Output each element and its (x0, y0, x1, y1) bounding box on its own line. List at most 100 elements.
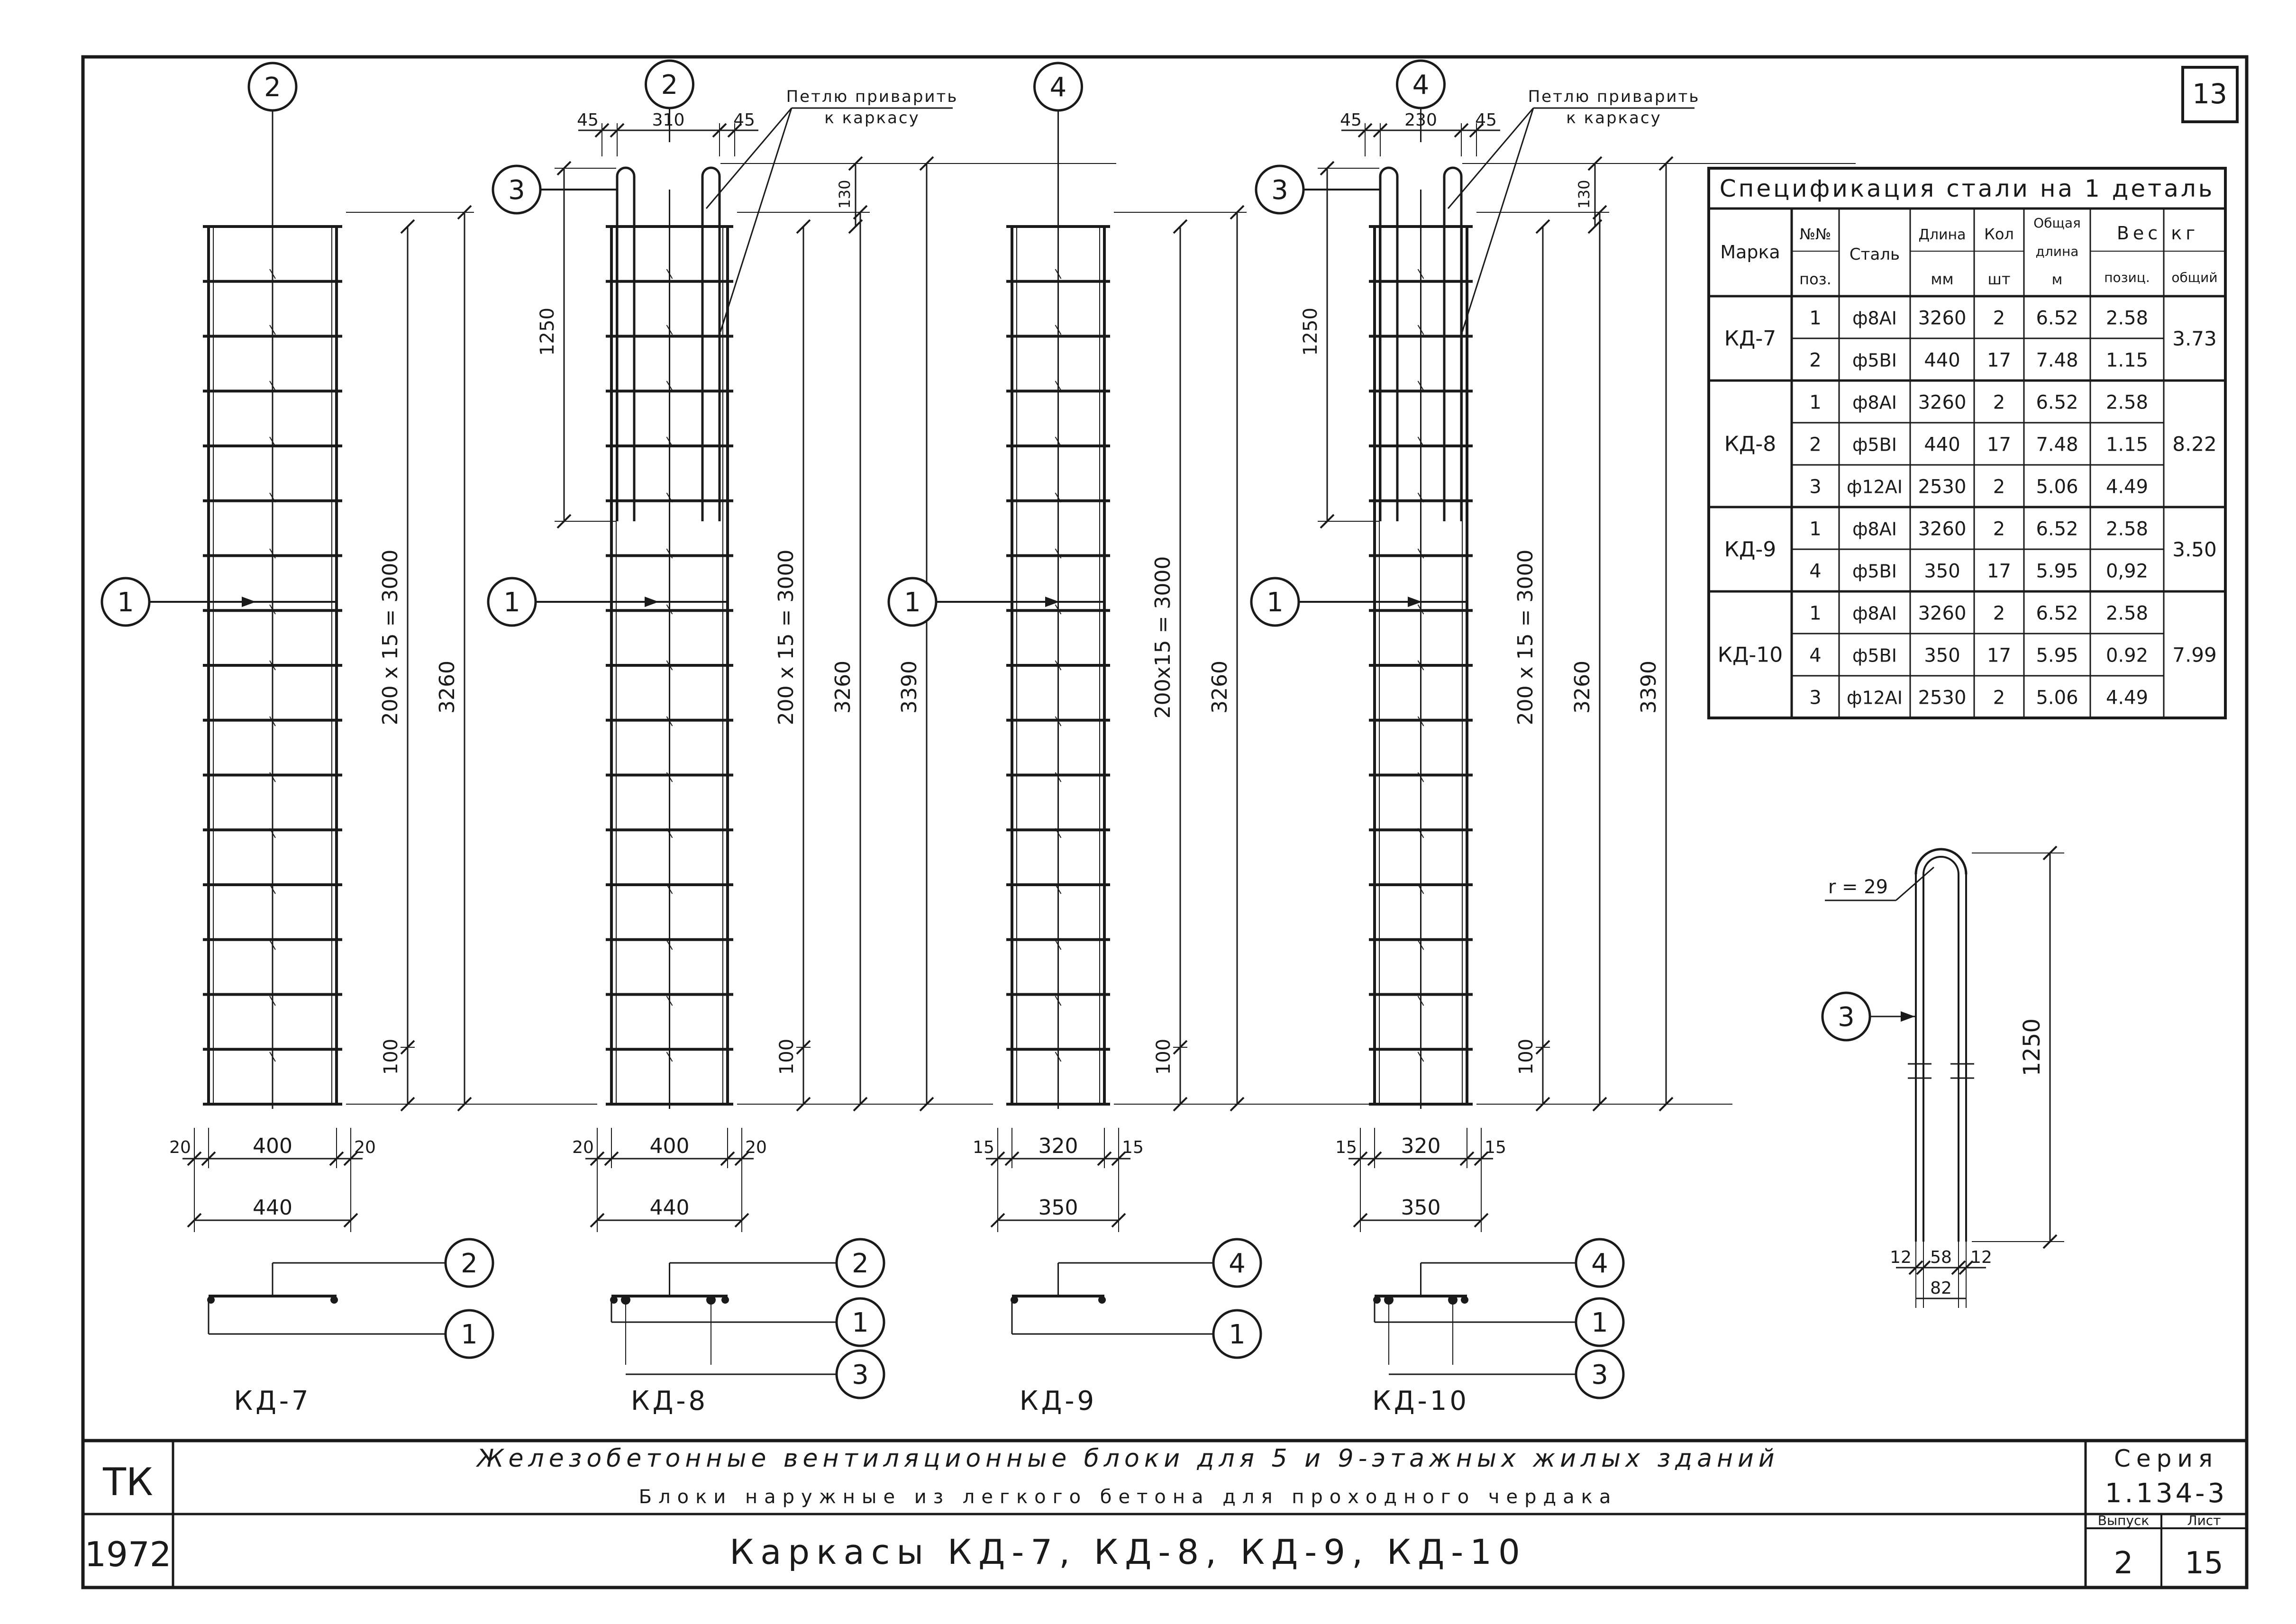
dim-loop-length: 1250 (537, 308, 558, 356)
axis-mark (1417, 325, 1424, 335)
cell-length: 440 (1924, 350, 1960, 372)
dim-tick (1111, 1213, 1126, 1228)
axis-mark (666, 325, 673, 335)
cell-total-length: 6.52 (2036, 603, 2078, 625)
axis-mark (1417, 828, 1424, 838)
axis-mark (1417, 996, 1424, 1006)
detail-dim-c: 12 (1970, 1248, 1992, 1267)
frame-mark: КД-9 (1020, 1386, 1097, 1416)
dim-top-a: 45 (1340, 110, 1362, 130)
axis-mark (269, 548, 276, 559)
dim-tick (556, 514, 572, 529)
dim-overall: 3390 (1637, 661, 1661, 714)
section-position-bubble (1212, 1238, 1262, 1288)
dim-edge-right: 15 (1485, 1138, 1506, 1157)
dim-total: 3260 (435, 661, 459, 714)
detail-dim-a: 12 (1890, 1248, 1912, 1267)
section-position-label: 1 (1591, 1307, 1608, 1338)
section-position-label: 3 (1591, 1360, 1608, 1390)
axis-mark (1055, 828, 1062, 838)
cell-pos: 4 (1809, 645, 1821, 667)
organization: ТК (102, 1460, 153, 1504)
axis-mark (1055, 492, 1062, 503)
dim-tick (1951, 1260, 1966, 1275)
axis-mark (1417, 269, 1424, 279)
frame-mark: КД-10 (1372, 1386, 1469, 1416)
cell-mark: КД-10 (1718, 643, 1783, 667)
corner-number: 13 (2192, 78, 2227, 110)
dim-edge-left: 15 (1335, 1138, 1357, 1157)
dim-tick (1320, 161, 1335, 176)
section-rail-dot (330, 1296, 338, 1304)
dim-tick (343, 1213, 358, 1228)
cell-total-length: 7.48 (2036, 434, 2078, 456)
dim-width-inner: 320 (1039, 1134, 1078, 1158)
axis-mark (1417, 716, 1424, 726)
dim-tick (848, 156, 863, 171)
dim-edge-left: 20 (169, 1138, 191, 1157)
issue-label: Выпуск (2098, 1513, 2150, 1528)
dim-top-b: 310 (652, 110, 685, 130)
dim-rungs: 200 x 15 = 3000 (378, 550, 402, 726)
cell-steel: ф8АI (1852, 308, 1897, 329)
dim-tick (720, 1151, 735, 1166)
axis-mark (666, 828, 673, 838)
axis-mark (1417, 436, 1424, 447)
cell-weight: 2.58 (2106, 518, 2148, 540)
drawing-title: Каркасы КД-7, КД-8, КД-9, КД-10 (729, 1532, 1527, 1572)
cell-weight: 2.58 (2106, 308, 2148, 329)
dim-edge-left: 20 (572, 1138, 594, 1157)
dim-tick (990, 1213, 1005, 1228)
cell-steel: ф5ВI (1852, 350, 1897, 371)
dim-tick (734, 1151, 749, 1166)
dim-total: 3260 (831, 661, 855, 714)
axis-mark (666, 381, 673, 391)
dim-tick (1367, 1151, 1382, 1166)
dim-tick (919, 156, 934, 171)
section-position-label: 3 (852, 1360, 869, 1390)
rail-position-label: 1 (117, 587, 134, 618)
cell-total-length: 6.52 (2036, 518, 2078, 540)
sheet-value: 15 (2185, 1546, 2223, 1581)
cell-weight: 1.15 (2106, 434, 2148, 456)
dim-tick (1230, 205, 1245, 220)
axis-mark (1055, 269, 1062, 279)
cell-steel: ф8АI (1852, 603, 1897, 624)
weld-leader (720, 108, 793, 332)
axis-mark (666, 604, 673, 615)
header-mark: Марка (1720, 242, 1780, 263)
loop-bar (701, 166, 721, 521)
axis-mark (269, 492, 276, 503)
dim-tick (796, 219, 811, 234)
dim-width-outer: 440 (253, 1196, 292, 1220)
header-steel: Сталь (1850, 245, 1900, 264)
cell-weight: 2.58 (2106, 603, 2148, 625)
dim-tick (1097, 1151, 1112, 1166)
dim-bottom: 100 (1153, 1039, 1175, 1075)
cell-qty: 2 (1993, 518, 2005, 540)
axis-mark (1055, 940, 1062, 950)
dim-width-outer: 350 (1401, 1196, 1441, 1220)
dim-tick (853, 1097, 868, 1112)
cell-steel: ф5ВI (1852, 645, 1897, 666)
detail-dim-b: 58 (1930, 1248, 1952, 1267)
dim-tick (556, 161, 572, 176)
axis-mark (666, 940, 673, 950)
cell-weight: 0.92 (2106, 645, 2148, 667)
axis-mark (666, 996, 673, 1006)
cell-pos: 1 (1809, 603, 1821, 625)
weld-leader (1447, 108, 1534, 209)
axis-mark (1055, 604, 1062, 615)
axis-mark (666, 436, 673, 447)
section-position-bubble (1575, 1297, 1625, 1347)
dim-bottom: 100 (776, 1039, 798, 1075)
cell-mark: КД-9 (1724, 537, 1776, 562)
dim-width-outer: 350 (1039, 1196, 1078, 1220)
dim-tick (610, 123, 625, 138)
detail-arrow (1901, 1011, 1915, 1022)
axis-mark (1055, 1052, 1062, 1062)
dim-top-a: 45 (577, 110, 599, 130)
